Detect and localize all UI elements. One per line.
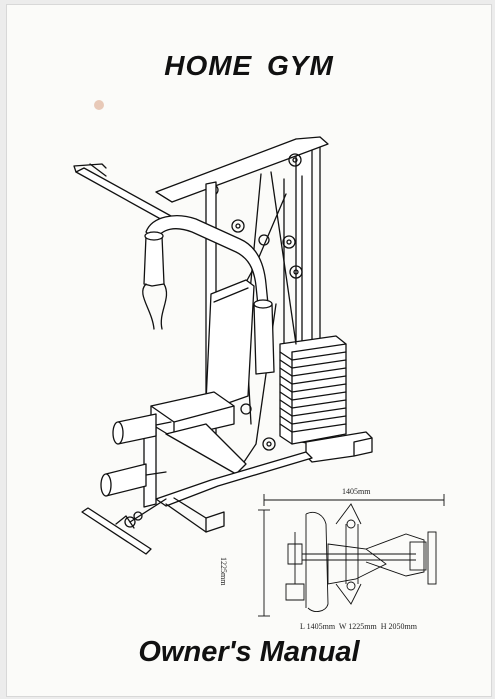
document-title: HOME GYM — [164, 50, 334, 81]
plan-view-diagram — [258, 494, 445, 617]
stain-mark — [94, 100, 104, 110]
weight-stack — [279, 335, 347, 445]
manual-cover-page: HOME GYM — [6, 4, 492, 697]
plan-width-dimension: 1405mm — [342, 487, 371, 496]
plan-depth-dimension: 1225mm — [219, 557, 228, 586]
document-subtitle: Owner's Manual — [138, 636, 360, 668]
overall-dimensions: L 1405mm W 1225mm H 2050mm — [300, 622, 417, 631]
home-gym-illustration — [73, 136, 373, 555]
